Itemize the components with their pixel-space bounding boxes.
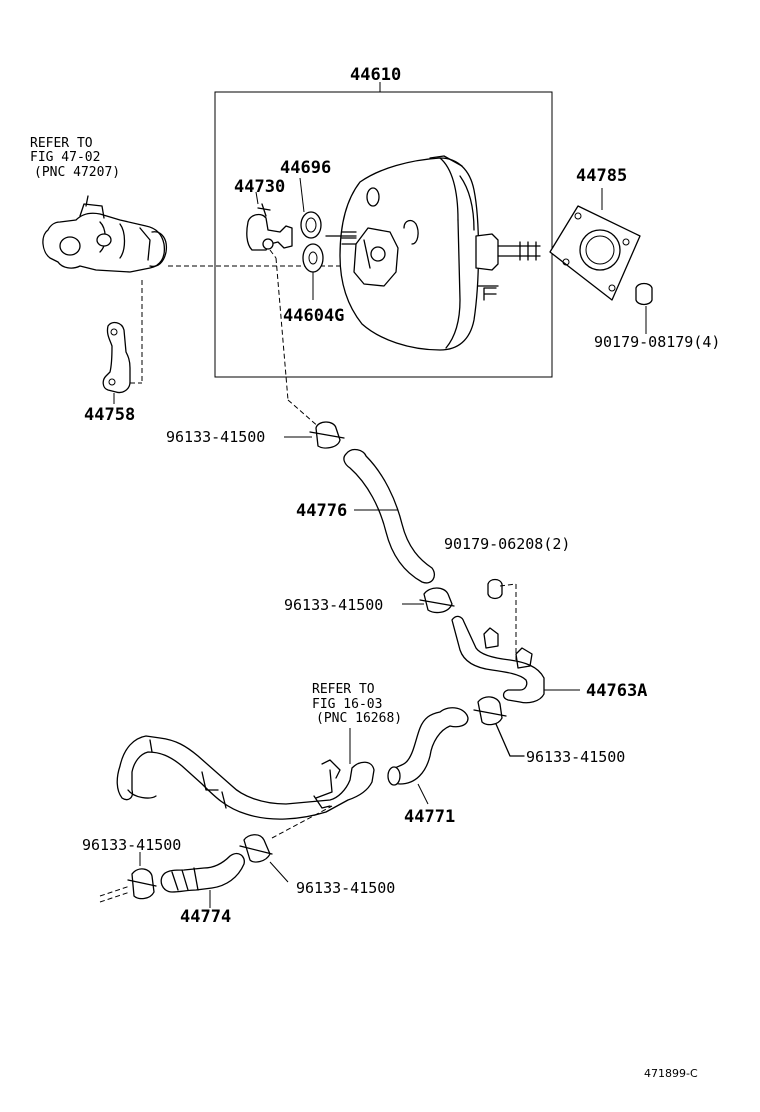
label-clamp-2: 96133-41500	[284, 596, 383, 614]
label-44774: 44774	[180, 907, 231, 927]
label-44610: 44610	[350, 65, 401, 85]
manifold-pipe-drawing	[116, 728, 375, 839]
refer-master-cylinder-line1: REFER TO	[30, 136, 93, 151]
bracket-drawing	[102, 321, 131, 404]
label-44763a: 44763A	[586, 681, 647, 701]
refer-master-cylinder-line2: FIG 47-02	[30, 150, 100, 165]
label-90179-06208: 90179-06208(2)	[444, 535, 570, 553]
refer-master-cylinder-line3: (PNC 47207)	[34, 165, 120, 180]
booster-body-drawing	[325, 155, 541, 351]
label-44696: 44696	[280, 158, 331, 178]
booster-assembly-frame	[214, 82, 553, 378]
label-44730: 44730	[234, 177, 285, 197]
valve-and-union-drawing	[246, 177, 324, 429]
label-44785: 44785	[576, 166, 627, 186]
master-cylinder-drawing	[42, 195, 345, 384]
label-clamp-5: 96133-41500	[296, 879, 395, 897]
label-44771: 44771	[404, 807, 455, 827]
diagram-code: 471899-C	[644, 1067, 698, 1080]
label-44604g: 44604G	[283, 306, 344, 326]
middle-hose-drawing	[387, 696, 525, 805]
pipe-drawing	[402, 578, 580, 704]
label-clamp-3: 96133-41500	[526, 748, 625, 766]
lower-hose-drawing	[99, 834, 289, 908]
refer-manifold-line1: REFER TO	[312, 682, 375, 697]
gasket-plate-drawing	[549, 188, 653, 334]
label-44758: 44758	[84, 405, 135, 425]
refer-manifold-line2: FIG 16-03	[312, 697, 382, 712]
refer-manifold-line3: (PNC 16268)	[316, 711, 402, 726]
label-90179-08179: 90179-08179(4)	[594, 333, 720, 351]
label-clamp-1: 96133-41500	[166, 428, 265, 446]
label-clamp-4: 96133-41500	[82, 836, 181, 854]
upper-hose-drawing	[284, 421, 436, 584]
label-44776: 44776	[296, 501, 347, 521]
